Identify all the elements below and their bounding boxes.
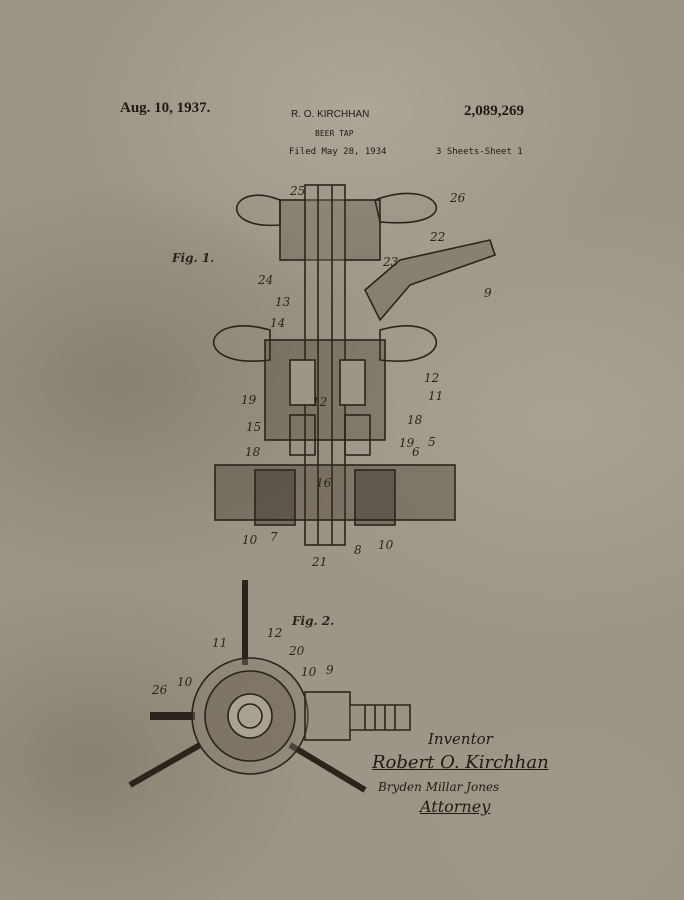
fig1-tap-drawing — [212, 184, 497, 546]
ref-numeral: 16 — [316, 476, 332, 490]
ref-numeral: 12 — [424, 371, 439, 385]
ref-numeral: 9 — [484, 286, 492, 300]
ref-numeral: 12 — [267, 626, 282, 640]
sheet-count: 3 Sheets-Sheet 1 — [436, 147, 523, 157]
ref-numeral: 10 — [378, 538, 394, 552]
ref-numeral: 19 — [399, 436, 415, 450]
ref-numeral: 24 — [257, 273, 273, 287]
fig2-reference-numerals: 11 12 20 10 9 26 10 — [151, 626, 334, 697]
ref-numeral: 22 — [429, 230, 445, 244]
ref-numeral: 8 — [354, 543, 362, 557]
inventor-signature: Robert O. Kirchhan — [372, 752, 549, 773]
ref-numeral: 20 — [288, 644, 305, 658]
fig2-caption: Fig. 2. — [291, 614, 334, 628]
inventor-label: Inventor — [428, 730, 493, 748]
ref-numeral: 14 — [270, 316, 285, 330]
ref-numeral: 18 — [407, 413, 423, 427]
ref-numeral: 23 — [382, 255, 399, 269]
patent-number: 2,089,269 — [464, 103, 524, 119]
filed-date: Filed May 28, 1934 — [289, 147, 387, 157]
ref-numeral: 7 — [270, 530, 278, 544]
inventor-name: R. O. KIRCHHAN — [291, 109, 370, 120]
ref-numeral: 11 — [428, 389, 443, 403]
ref-numeral: 6 — [412, 445, 420, 459]
ref-numeral: 5 — [428, 435, 436, 449]
ref-numeral: 18 — [245, 445, 261, 459]
ref-numeral: 19 — [241, 393, 257, 407]
patent-title: BEER TAP — [315, 129, 354, 138]
ref-numeral: 10 — [301, 665, 317, 679]
ref-numeral: 15 — [246, 420, 261, 434]
ref-numeral: 11 — [212, 636, 227, 650]
patent-date: Aug. 10, 1937. — [120, 100, 211, 116]
ref-numeral: 10 — [177, 675, 193, 689]
fig1-caption: Fig. 1. — [171, 251, 214, 265]
ref-numeral: 25 — [289, 184, 305, 198]
ref-numeral: 26 — [449, 191, 466, 205]
ref-numeral: 21 — [311, 555, 327, 569]
ref-numeral: 10 — [242, 533, 258, 547]
fig1-reference-numerals: 25 26 22 23 24 9 13 14 12 11 19 12 18 15… — [241, 184, 492, 569]
attorney-signature: Bryden Millar Jones — [378, 780, 500, 794]
fig2-tap-drawing — [128, 580, 411, 793]
ref-numeral: 26 — [151, 683, 168, 697]
ref-numeral: 12 — [312, 395, 327, 409]
attorney-label: Attorney — [420, 797, 491, 816]
ref-numeral: 9 — [326, 663, 334, 677]
ref-numeral: 13 — [275, 295, 291, 309]
